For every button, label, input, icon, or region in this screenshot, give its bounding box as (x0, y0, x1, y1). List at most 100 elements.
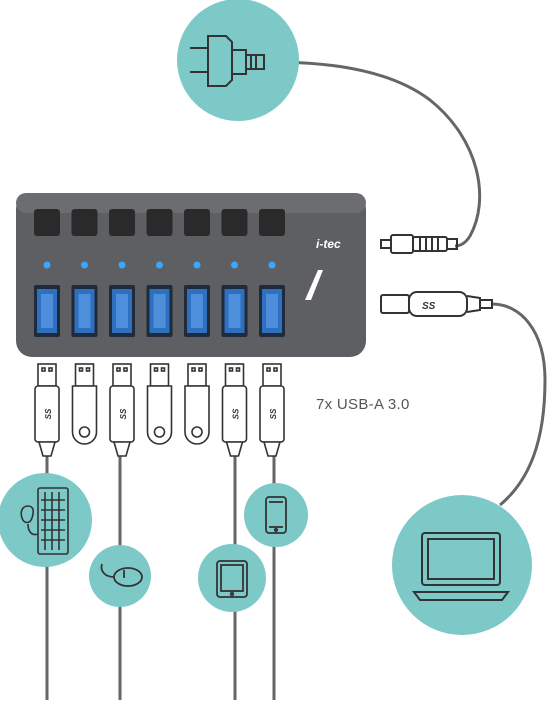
mouse-circle (89, 545, 151, 607)
drive-keyring-hole (153, 426, 166, 438)
usb-connector (224, 363, 245, 387)
plug-strain-relief (37, 441, 57, 457)
usb-port-4[interactable] (146, 285, 173, 337)
usb-a-plug-1: SS (34, 363, 60, 457)
usb-port-contact (41, 294, 53, 328)
usb-port-7[interactable] (259, 285, 285, 337)
hub-button-2[interactable] (71, 209, 98, 236)
laptop-cable (491, 302, 547, 507)
laptop-icon (412, 532, 510, 601)
keyboard-device (0, 473, 92, 567)
usb-pin (273, 367, 278, 372)
usb-port-contact (78, 294, 91, 328)
power-cable (261, 60, 482, 248)
plug-strain-relief (112, 441, 132, 457)
mouse-device (89, 545, 151, 607)
usb-pin (123, 367, 128, 372)
usb-a-plug-7: SS (259, 363, 285, 457)
usb-connector (112, 363, 132, 387)
ss-mark: SS (119, 408, 128, 419)
hub-power-buttons (34, 209, 285, 236)
hub-led-1 (43, 261, 51, 269)
keyboard-icon (37, 487, 69, 555)
usb-pin (198, 367, 203, 372)
ss-mark: SS (44, 408, 53, 419)
usb-pin (153, 367, 159, 372)
logo-mark (305, 270, 323, 300)
hub-status-leds (43, 261, 276, 269)
usb-a-plug-3: SS (109, 363, 135, 457)
flash-drive-2 (71, 363, 98, 445)
hub-button-4[interactable] (146, 209, 173, 236)
ss-mark: SS (269, 408, 278, 419)
tablet-icon (216, 560, 248, 598)
usb-port-5[interactable] (184, 285, 210, 337)
usb-port-1[interactable] (34, 285, 60, 337)
hub-button-5[interactable] (184, 209, 210, 236)
hub-led-6 (231, 261, 238, 269)
usb-pin (48, 367, 53, 372)
hub-button-1[interactable] (34, 209, 60, 236)
hub-top-highlight (16, 193, 366, 213)
hub-led-5 (193, 261, 201, 269)
usb-b-plug (380, 291, 493, 317)
usb-pin (116, 367, 121, 372)
ss-mark: SS (232, 408, 241, 419)
usb-hub: i-tec (16, 193, 366, 357)
mouse-icon (100, 563, 143, 587)
usb-port-2[interactable] (71, 285, 98, 337)
i-tec-logo: i-tec (305, 237, 341, 300)
usb-port-6[interactable] (221, 285, 248, 337)
hub-led-4 (156, 261, 163, 269)
usb-port-contact (228, 294, 241, 328)
usb-pin (41, 367, 46, 372)
drive-body (146, 385, 173, 445)
phone-device (244, 483, 308, 547)
drive-keyring-hole (78, 426, 91, 438)
hub-button-6[interactable] (221, 209, 248, 236)
usb-pin (85, 367, 91, 372)
flash-drive-5 (184, 363, 210, 445)
laptop-circle (392, 495, 532, 635)
power-adapter-circle (177, 0, 299, 121)
hub-button-3[interactable] (109, 209, 135, 236)
usb-pin (191, 367, 196, 372)
usb-connector (262, 363, 282, 387)
usb-port-contact (191, 294, 203, 328)
mouse-small-icon (20, 505, 39, 536)
usb-connector (37, 363, 57, 387)
brand-name: i-tec (316, 237, 341, 251)
usb-plugs: SS SS SS SS (34, 363, 285, 457)
plug-strain-relief (262, 441, 282, 457)
usb-pin (78, 367, 84, 372)
hub-led-3 (118, 261, 126, 269)
hub-led-2 (81, 261, 88, 269)
usb-connector (187, 363, 207, 387)
hub-usb-ports (34, 285, 285, 337)
hub-button-7[interactable] (259, 209, 285, 236)
laptop-device (392, 495, 532, 635)
usb-pin (235, 367, 241, 372)
flash-drive-4 (146, 363, 173, 445)
phone-icon (265, 496, 287, 534)
drive-body (184, 385, 210, 445)
usb-pin (228, 367, 234, 372)
ss-mark-b: SS (422, 301, 436, 312)
usb-port-3[interactable] (109, 285, 135, 337)
tablet-device (198, 544, 266, 612)
power-adapter (177, 0, 299, 121)
hub-led-7 (268, 261, 276, 269)
usb-pin (160, 367, 166, 372)
usb-a-plug-6: SS (221, 363, 248, 457)
dc-plug (380, 234, 458, 254)
usb-pin (266, 367, 271, 372)
usb-port-contact (116, 294, 128, 328)
usb-connector (149, 363, 170, 387)
drive-body (71, 385, 98, 445)
usb-connector (74, 363, 95, 387)
plug-strain-relief (225, 441, 244, 457)
tablet-circle (198, 544, 266, 612)
usb-port-contact (266, 294, 278, 328)
